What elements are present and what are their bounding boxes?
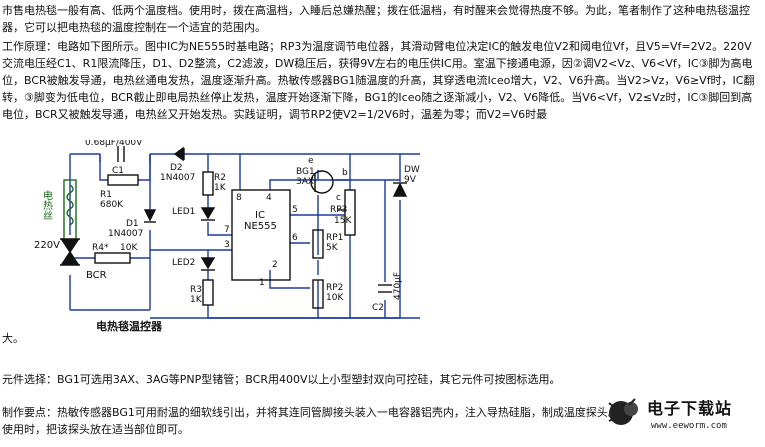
- label-pin5: 5: [292, 205, 298, 215]
- bug-logo-icon: [608, 398, 638, 425]
- label-pin7: 7: [224, 225, 230, 235]
- label-bcr: BCR: [86, 270, 107, 281]
- label-bg1-c: c: [336, 193, 341, 203]
- label-pin2: 2: [272, 260, 278, 270]
- label-led1: LED1: [172, 207, 195, 217]
- watermark-site-name: 电子下载站: [647, 399, 733, 418]
- label-r3-value: 1K: [190, 295, 203, 305]
- label-rp1: RP1: [326, 233, 343, 243]
- label-rp1-value: 5K: [326, 243, 339, 253]
- label-r1: R1: [100, 190, 112, 200]
- label-r2-value: 1K: [214, 183, 227, 193]
- label-heater: 电热丝: [41, 189, 53, 220]
- label-r4-value: 10K: [120, 243, 138, 253]
- label-rp3-value: 15K: [334, 216, 352, 226]
- label-d2-value: 1N4007: [160, 173, 195, 183]
- label-bg1-value: 3AX: [296, 177, 314, 187]
- label-pin6: 6: [292, 233, 298, 243]
- making-paragraph: 制作要点：热敏传感器BG1可用耐温的细软线引出，并将其连同管脚接头装入一电容器铝…: [2, 406, 619, 436]
- label-pin1: 1: [259, 278, 265, 288]
- label-c1: C1: [112, 166, 124, 176]
- label-bg1: BG1: [296, 167, 315, 177]
- label-rp2: RP2: [326, 283, 343, 293]
- components: [60, 146, 408, 309]
- label-dw-value: 9V: [404, 175, 417, 185]
- label-d1: D1: [126, 219, 139, 229]
- intro-paragraph: 市售电热毯一般有高、低两个温度档。使用时，拨在高温档，入睡后总嫌热醒；拨在低温档…: [2, 4, 750, 34]
- principle-continuation: 大。: [2, 332, 24, 345]
- label-rp3: RP3: [330, 205, 347, 215]
- label-c2-value: 470μF: [393, 272, 403, 300]
- label-led2: LED2: [172, 258, 195, 268]
- site-watermark: 电子下载站 www.eeworm.com: [601, 391, 761, 441]
- label-r3: R3: [190, 285, 202, 295]
- wires: [69, 153, 420, 319]
- circuit-caption: 电热毯温控器: [96, 319, 163, 333]
- label-pin8: 8: [236, 193, 242, 203]
- label-r4: R4*: [92, 243, 109, 253]
- label-c1-value: 0.68μF/400V: [85, 140, 143, 148]
- label-bg1-b: b: [342, 168, 348, 178]
- label-r2: R2: [214, 173, 226, 183]
- label-rp2-value: 10K: [326, 293, 344, 303]
- watermark-url: www.eeworm.com: [651, 421, 727, 431]
- principle-paragraph: 工作原理：电路如下图所示。图中IC为NE555时基电路；RP3为温度调节电位器，…: [2, 40, 755, 121]
- label-ic: IC: [255, 210, 265, 221]
- label-c2: C2: [372, 303, 384, 313]
- label-dw: DW: [404, 165, 420, 175]
- label-ic-value: NE555: [244, 221, 277, 232]
- components-paragraph: 元件选择：BG1可选用3AX、3AG等PNP型锗管；BCR用400V以上小型塑封…: [2, 373, 561, 386]
- label-bg1-e: e: [308, 156, 314, 166]
- label-r1-value: 680K: [100, 200, 124, 210]
- label-d2: D2: [170, 163, 183, 173]
- label-d1-value: 1N4007: [108, 229, 143, 239]
- circuit-diagram: 0.68μF/400V C1 R1 680K D2 1N4007 R2 1K D…: [34, 140, 420, 333]
- label-voltage: 220V: [34, 240, 60, 251]
- label-pin4: 4: [266, 193, 272, 203]
- label-pin3: 3: [224, 240, 230, 250]
